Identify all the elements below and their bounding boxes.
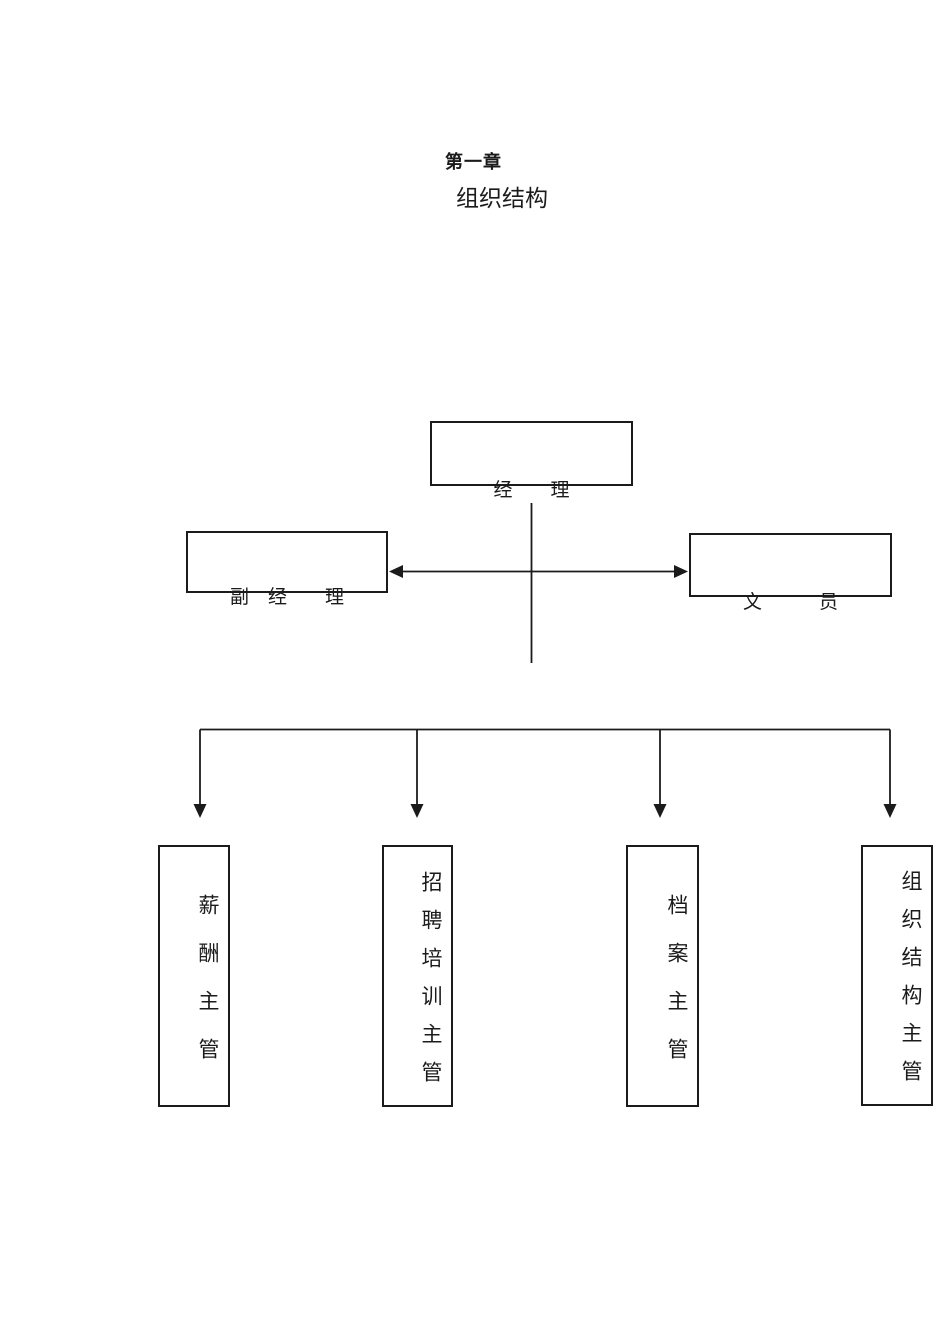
node-recruit-training-supervisor: 招聘培训主管 bbox=[382, 845, 453, 1107]
node-salary-supervisor: 薪酬主管 bbox=[158, 845, 230, 1107]
node-clerk-label: 文 员 bbox=[742, 592, 838, 613]
node-deputy-manager-label: 副 经 理 bbox=[229, 587, 344, 608]
tree-drop-arrow-1 bbox=[193, 729, 207, 818]
arrowhead-left bbox=[389, 565, 403, 578]
tree-drop-arrow-4 bbox=[883, 729, 897, 818]
node-archives-supervisor: 档案主管 bbox=[626, 845, 699, 1107]
node-archives-supervisor-label: 档案主管 bbox=[665, 893, 688, 1086]
tree-drop-arrow-2 bbox=[410, 729, 424, 818]
node-org-structure-supervisor: 组织结构主管 bbox=[861, 845, 933, 1106]
chapter-heading: 第一章 bbox=[445, 152, 502, 172]
node-org-structure-supervisor-label: 组织结构主管 bbox=[899, 870, 922, 1098]
node-salary-supervisor-label: 薪酬主管 bbox=[196, 893, 219, 1086]
node-clerk: 文 员 bbox=[689, 533, 892, 613]
tree-drop-arrow-3 bbox=[653, 729, 667, 818]
page-title: 组织结构 bbox=[456, 185, 548, 211]
node-manager-label: 经 理 bbox=[493, 480, 570, 501]
arrowhead-right bbox=[674, 565, 688, 578]
node-recruit-training-supervisor-label: 招聘培训主管 bbox=[419, 870, 442, 1099]
node-deputy-manager: 副 经 理 bbox=[186, 531, 388, 608]
node-manager: 经 理 bbox=[430, 421, 633, 501]
